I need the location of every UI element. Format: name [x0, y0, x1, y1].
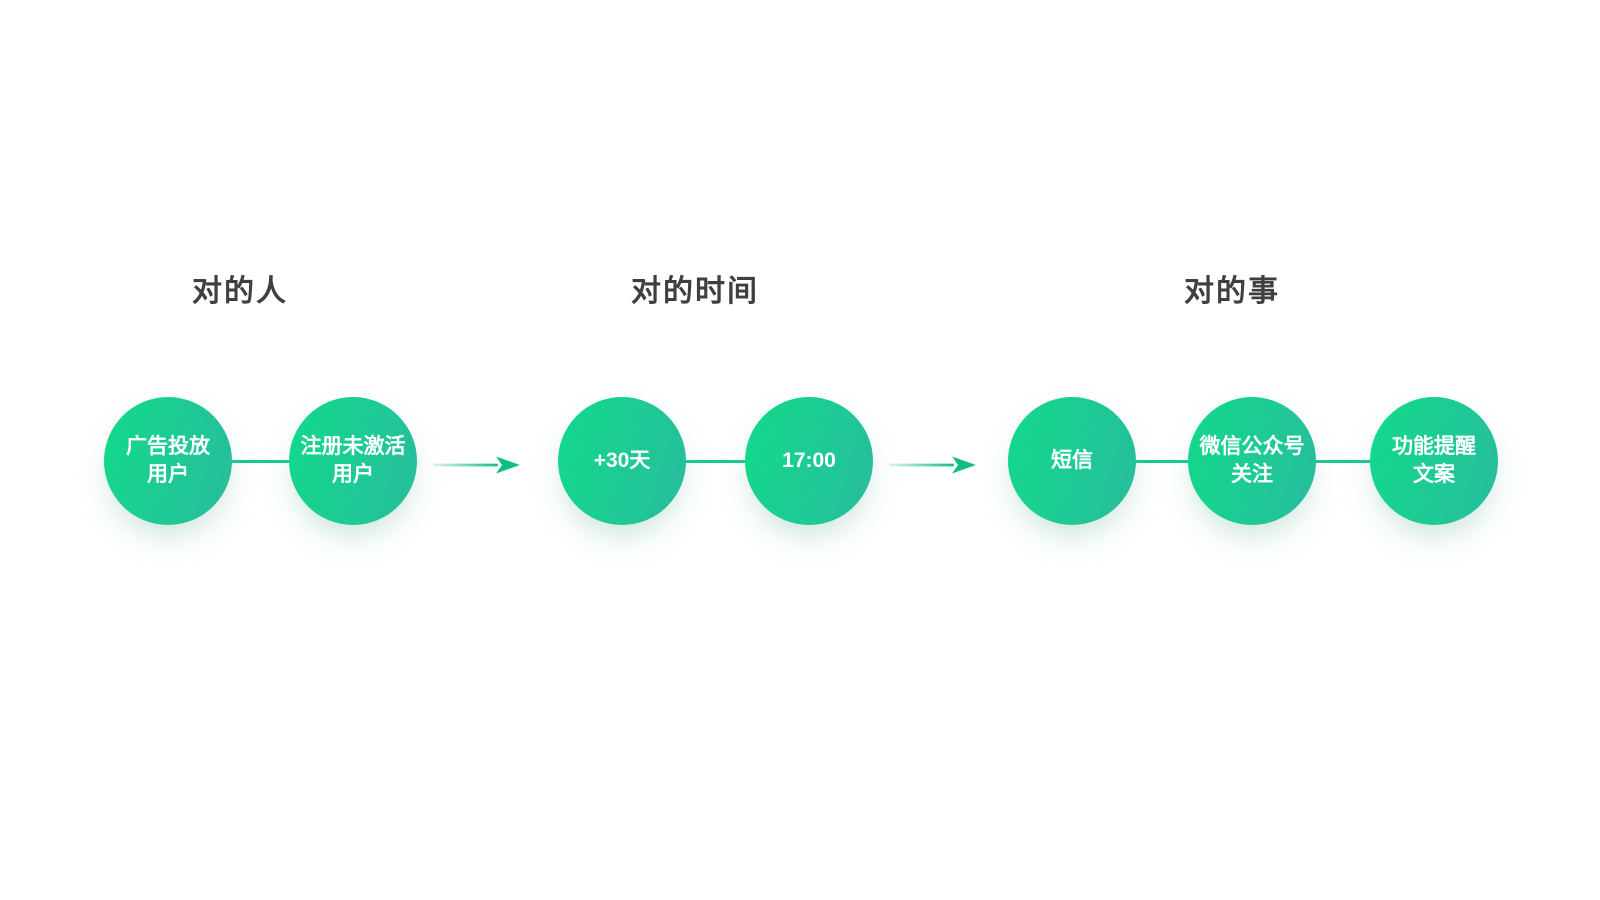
- node-ad-campaign-users: 广告投放 用户: [104, 397, 232, 525]
- node-registered-not-activated-users: 注册未激活 用户: [289, 397, 417, 525]
- node-sms: 短信: [1008, 397, 1136, 525]
- node-plus-30-days: +30天: [558, 397, 686, 525]
- arrow-right-icon: [433, 456, 520, 474]
- connector-line: [1128, 460, 1198, 463]
- connector-line: [678, 460, 754, 463]
- node-feature-reminder-copy: 功能提醒 文案: [1370, 397, 1498, 525]
- group-title-right-time: 对的时间: [631, 275, 759, 308]
- arrow-right-icon: [889, 456, 976, 474]
- node-wechat-official-account-follow: 微信公众号 关注: [1188, 397, 1316, 525]
- group-title-right-thing: 对的事: [1184, 275, 1280, 308]
- connector-line: [222, 460, 298, 463]
- node-17-00: 17:00: [745, 397, 873, 525]
- group-title-right-person: 对的人: [192, 275, 288, 308]
- connector-line: [1308, 460, 1380, 463]
